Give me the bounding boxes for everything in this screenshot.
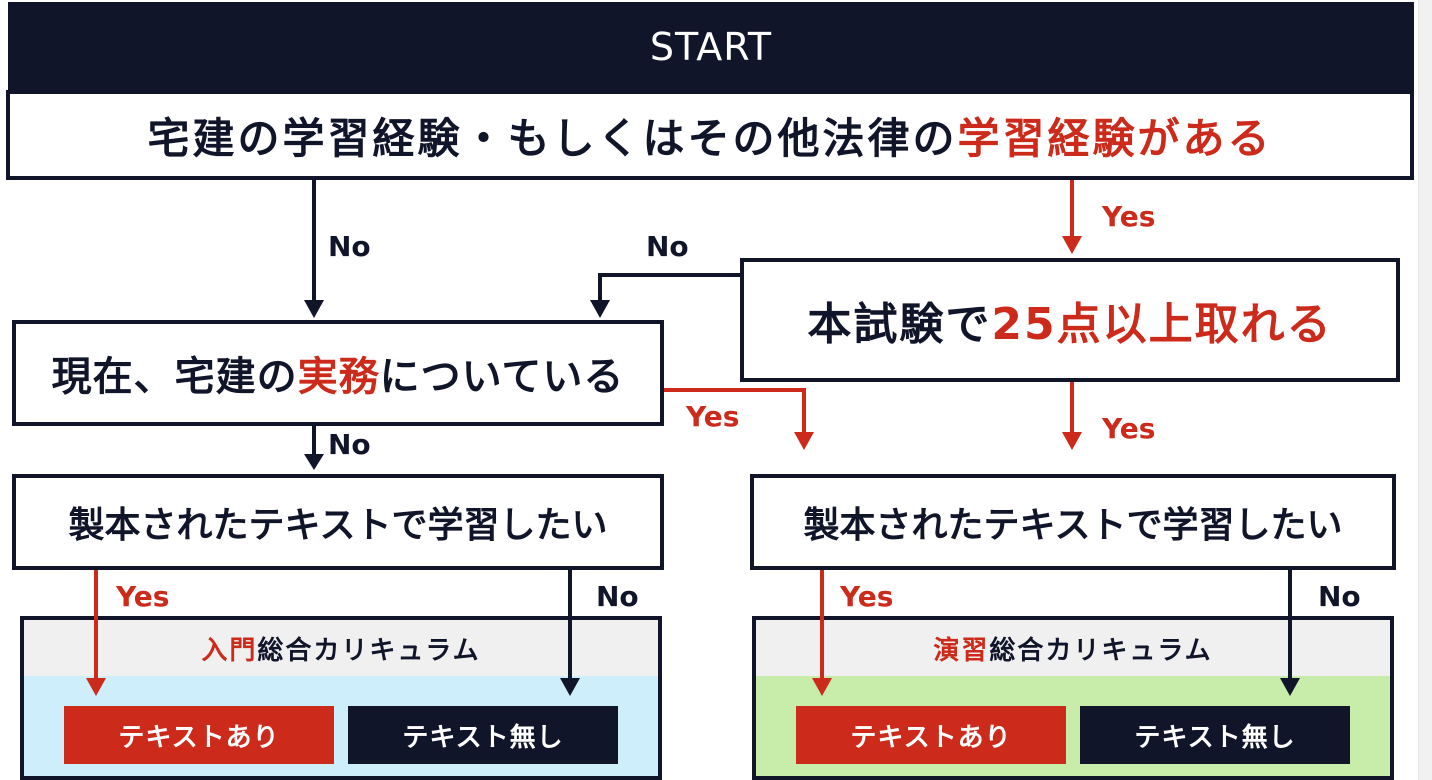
curriculum-intro: 入門総合カリキュラム テキストあり テキスト無し [20, 616, 662, 780]
question-text: 本試験で [807, 299, 992, 350]
curriculum-title: 入門総合カリキュラム [24, 620, 658, 676]
label-q3-no: No [328, 428, 371, 461]
curriculum-title-text: 総合カリキュラム [257, 635, 481, 666]
question-text: 製本されたテキストで学習したい [68, 505, 608, 546]
label-q1-yes: Yes [1102, 200, 1156, 233]
curriculum-highlight: 演習 [933, 635, 990, 666]
question-highlight: 学習経験がある [957, 113, 1273, 163]
label-q5-yes: Yes [840, 580, 894, 613]
arrowhead-q3-no [304, 454, 324, 470]
question-bound-text-left: 製本されたテキストで学習したい [12, 474, 664, 570]
question-bound-text-right: 製本されたテキストで学習したい [750, 474, 1396, 570]
label-q1-no: No [328, 230, 371, 263]
start-header: START [8, 2, 1414, 92]
question-text-post: についている [379, 354, 625, 400]
arrowhead-q1-yes [1062, 236, 1082, 254]
label-q3-yes: Yes [686, 400, 740, 433]
label-q5-no: No [1318, 580, 1361, 613]
question-highlight: 25点以上取れる [991, 299, 1333, 350]
arrowhead-q2-no [590, 300, 610, 318]
question-text: 製本されたテキストで学習したい [803, 505, 1343, 546]
arrowhead-q1-no [304, 300, 324, 318]
with-text-button[interactable]: テキストあり [796, 706, 1066, 764]
curriculum-practice: 演習総合カリキュラム テキストあり テキスト無し [752, 616, 1394, 780]
question-text: 宅建の学習経験・もしくはその他法律の [147, 113, 958, 163]
without-text-button[interactable]: テキスト無し [348, 706, 618, 764]
question-practical-work: 現在、宅建の実務についている [12, 320, 664, 426]
curriculum-title: 演習総合カリキュラム [756, 620, 1390, 676]
label-q2-no: No [646, 230, 689, 263]
label-q4-no: No [596, 580, 639, 613]
arrow-q2-no [598, 273, 740, 302]
question-learning-experience: 宅建の学習経験・もしくはその他法律の学習経験がある [6, 90, 1414, 180]
arrowhead-q2-yes [1062, 432, 1082, 450]
without-text-button[interactable]: テキスト無し [1080, 706, 1350, 764]
scrollbar[interactable] [1418, 0, 1432, 780]
question-highlight: 実務 [297, 354, 380, 400]
label-q4-yes: Yes [116, 580, 170, 613]
arrowhead-q3-yes [794, 432, 814, 450]
curriculum-title-text: 総合カリキュラム [989, 635, 1213, 666]
question-text-pre: 現在、宅建の [51, 354, 298, 400]
with-text-button[interactable]: テキストあり [64, 706, 334, 764]
label-q2-yes: Yes [1102, 412, 1156, 445]
start-label: START [649, 25, 773, 69]
curriculum-highlight: 入門 [201, 635, 258, 666]
